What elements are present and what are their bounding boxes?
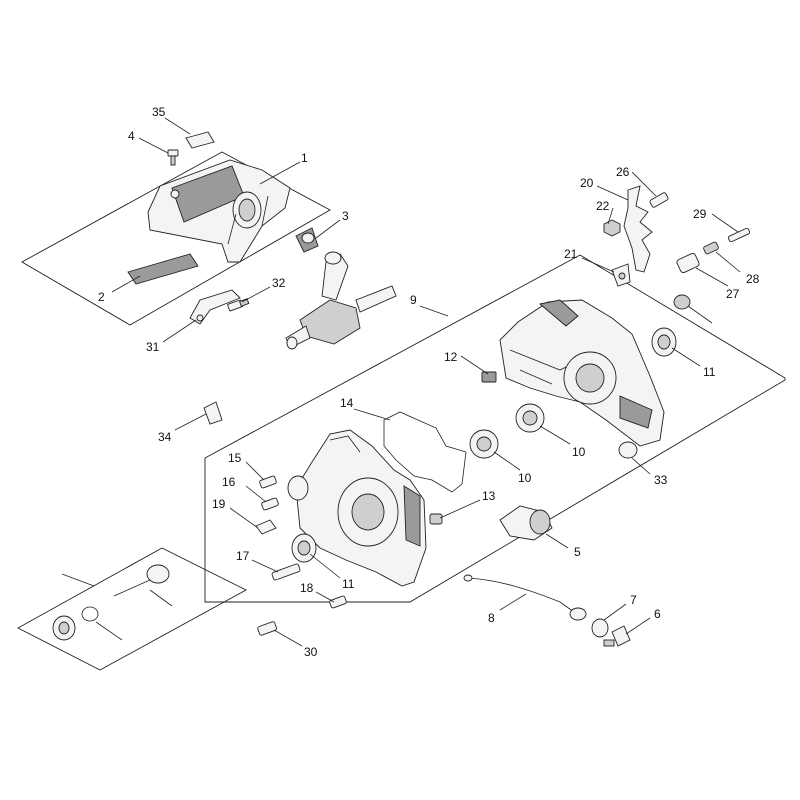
- pin-24-part: [703, 241, 719, 255]
- o-ring-33-part: [81, 606, 99, 622]
- decal-2-part: [127, 253, 199, 285]
- callout-30: 34: [158, 430, 172, 444]
- cover-group-frame: [21, 151, 331, 326]
- screw-15a-part: [259, 475, 277, 489]
- callout-29: 33: [654, 473, 668, 487]
- screw-4-part: [167, 149, 179, 166]
- intake-5-part: [499, 505, 553, 541]
- callout-6: 6: [654, 607, 661, 621]
- screw-25-part: [727, 227, 751, 243]
- callout-11-right: 11: [703, 365, 716, 379]
- oil-cap-part: [52, 615, 76, 641]
- callout-15b: 16: [222, 475, 236, 489]
- callout-11-left: 11: [342, 577, 355, 591]
- screw-28-part: [227, 298, 250, 312]
- label-31-part: [185, 131, 215, 149]
- stud-12-part: [481, 371, 497, 383]
- cap-7-part: [591, 618, 609, 638]
- right-crankcase-part: [499, 299, 665, 447]
- oil-cap-group-frame: [17, 547, 247, 671]
- callout-21: 22: [596, 199, 610, 213]
- fitting-13-part: [429, 513, 443, 525]
- callout-28: 32: [272, 276, 286, 290]
- callout-labels: 35 4 1 3 2 32 31 34 9 12 14 26 20 22 21 …: [98, 105, 760, 659]
- nipple-35-part: [673, 294, 691, 310]
- callout-17: 18: [300, 581, 314, 595]
- callout-13: 13: [482, 489, 496, 503]
- callout-22: 26: [616, 165, 630, 179]
- callout-14: 14: [340, 396, 354, 410]
- callout-1: 1: [301, 151, 308, 165]
- callout-2: 2: [98, 290, 105, 304]
- bracket-27-part: [189, 289, 241, 325]
- sleeve-23-part: [676, 252, 700, 274]
- chain-catcher-19-part: [623, 185, 653, 273]
- callout-15a: 15: [228, 451, 242, 465]
- callout-5: 5: [574, 545, 581, 559]
- bearing-11-right-part: [651, 327, 677, 357]
- bearing-11-left-part: [291, 533, 317, 563]
- callout-12: 12: [444, 350, 458, 364]
- top-cover-part: [147, 159, 291, 263]
- dipstick-34-part: [113, 564, 170, 597]
- callout-16: 17: [236, 549, 250, 563]
- callout-7: 7: [630, 593, 637, 607]
- callout-20: 21: [564, 247, 578, 261]
- callout-25: 29: [693, 207, 707, 221]
- plug-18-part: [255, 519, 277, 535]
- label-30-part: [203, 401, 223, 425]
- callout-3: 3: [342, 209, 349, 223]
- bolt-22-part: [649, 192, 669, 208]
- callout-19: 20: [580, 176, 594, 190]
- callout-18: 19: [212, 497, 226, 511]
- nut-21-part: [603, 219, 621, 237]
- gasket-14-part: [383, 411, 467, 493]
- screw-26-part: [257, 621, 278, 636]
- callout-23: 27: [726, 287, 740, 301]
- left-crankcase-part: [287, 429, 427, 587]
- plate-20-part: [611, 263, 631, 287]
- bearing-10-left-part: [469, 429, 499, 459]
- grommet-3-part: [295, 227, 319, 253]
- callout-26: 30: [304, 645, 318, 659]
- callout-24: 28: [746, 272, 760, 286]
- screw-16-part: [271, 563, 301, 581]
- callout-31: 35: [152, 105, 166, 119]
- callout-9: 9: [410, 293, 417, 307]
- valve-6-part: [603, 625, 631, 647]
- crankshaft-part: [285, 251, 397, 350]
- callout-4: 4: [128, 129, 135, 143]
- callout-8: 8: [488, 611, 495, 625]
- screw-15b-part: [261, 497, 279, 511]
- plug-29-part: [618, 441, 638, 459]
- crankcase-group-frame: [204, 254, 786, 603]
- callout-10-left: 10: [518, 471, 532, 485]
- hose-8-part: [463, 574, 587, 621]
- leader-lines: [61, 117, 741, 647]
- bearing-10-right-part: [515, 403, 545, 433]
- screw-17-part: [329, 595, 347, 609]
- callout-10-right: 10: [572, 445, 586, 459]
- callout-27: 31: [146, 340, 160, 354]
